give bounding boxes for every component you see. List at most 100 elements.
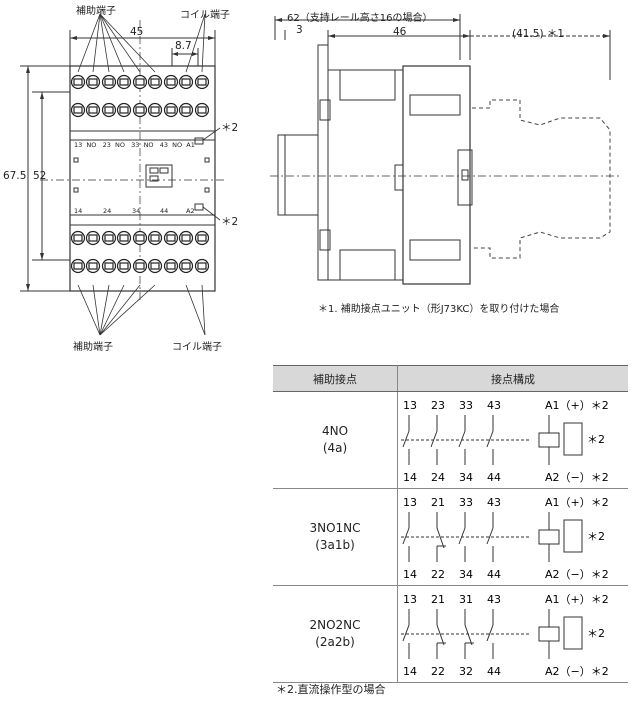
terminal-screw-head <box>104 234 114 242</box>
terminal-number: 14 <box>403 568 417 581</box>
terminal-number: 43 <box>487 593 501 606</box>
terminal-screw-head <box>181 262 191 270</box>
coil-mid-label: ＊2 <box>587 530 605 543</box>
terminal-number: 13 <box>403 496 417 509</box>
dim-height-outer: 67.5 <box>3 170 27 182</box>
terminal-screw-head <box>197 78 207 86</box>
terminal-screw-head <box>166 234 176 242</box>
terminal-number: 14 <box>403 665 417 678</box>
terminal-screw-head <box>181 78 191 86</box>
coil-bottom-label: A2（−）＊2 <box>545 471 609 484</box>
diode-box <box>563 422 583 456</box>
terminal-number: 33 <box>459 399 473 412</box>
mark-34: 34 <box>132 207 141 215</box>
row-code: (4a) <box>322 441 348 455</box>
coil-top-label: A1（+）＊2 <box>545 496 609 509</box>
diode-box <box>563 519 583 553</box>
coil-bottom-label: A2（−）＊2 <box>545 665 609 678</box>
terminal-number: 23 <box>431 399 445 412</box>
terminal-number: 13 <box>403 399 417 412</box>
header-config: 接点構成 <box>397 365 628 392</box>
terminal-screw-head <box>73 262 83 270</box>
coil-box <box>538 432 560 448</box>
terminal-number: 43 <box>487 496 501 509</box>
terminal-screw-head <box>104 78 114 86</box>
header-aux: 補助接点 <box>273 365 398 392</box>
terminal-screw-head <box>166 106 176 114</box>
circuit-svg: 13 14 21 22 33 34 43 44 A1（+）＊2A2（−）＊2 ＊2 <box>401 496 609 581</box>
terminal-number: 44 <box>487 471 501 484</box>
terminal-screw-head <box>135 262 145 270</box>
terminal-screw-head <box>181 234 191 242</box>
terminal-screw-head <box>197 106 207 114</box>
coil-top-label: A1（+）＊2 <box>545 399 609 412</box>
terminal-screw-head <box>73 106 83 114</box>
no-contact <box>458 430 466 448</box>
dim-left: 3 <box>296 24 303 36</box>
terminal-number: 31 <box>459 593 473 606</box>
terminal-screw-head <box>166 262 176 270</box>
terminal-screw-head <box>104 106 114 114</box>
row-code: (3a1b) <box>315 538 355 552</box>
no-contact <box>402 624 410 642</box>
terminal-screw-head <box>197 234 207 242</box>
nc-contact <box>464 624 473 646</box>
coil-terminal-label-top: コイル端子 <box>180 10 230 21</box>
dim-pitch: 8.7 <box>175 40 192 52</box>
terminal-screw-head <box>88 262 98 270</box>
row-code: (2a2b) <box>315 635 355 649</box>
terminal-number: 21 <box>431 593 445 606</box>
terminal-number: 33 <box>459 496 473 509</box>
terminal-number: 13 <box>403 593 417 606</box>
terminal-number: 22 <box>431 665 445 678</box>
note-mark-bottom: ＊2 <box>221 216 239 228</box>
terminal-number: 34 <box>459 471 473 484</box>
coil-bottom-label: A2（−）＊2 <box>545 568 609 581</box>
terminal-screw-head <box>181 106 191 114</box>
terminal-screw-head <box>73 234 83 242</box>
terminal-marks-top: 13 NO 23 NO 33 NO 43 NO A1 <box>74 141 195 149</box>
no-contact <box>486 624 494 642</box>
mark-44: 44 <box>160 207 169 215</box>
terminal-screw-head <box>150 106 160 114</box>
dim-width: 45 <box>130 26 144 38</box>
no-contact <box>486 527 494 545</box>
terminal-number: 24 <box>431 471 445 484</box>
terminal-screw-head <box>197 262 207 270</box>
coil-mid-label: ＊2 <box>587 627 605 640</box>
dim-height-inner: 52 <box>33 170 47 182</box>
terminal-screw-head <box>73 78 83 86</box>
coil-mid-label: ＊2 <box>587 433 605 446</box>
coil-box <box>538 529 560 545</box>
unit-caption: ＊1. 補助接点ユニット（形J73KC）を取り付けた場合 <box>318 304 560 315</box>
terminal-screw-head <box>88 106 98 114</box>
coil-terminal-label-bottom: コイル端子 <box>172 342 222 353</box>
no-contact <box>486 430 494 448</box>
terminal-screw-head <box>150 234 160 242</box>
terminal-number: 44 <box>487 568 501 581</box>
terminal-screw-head <box>119 262 129 270</box>
dim-body: 46 <box>393 26 407 38</box>
coil-top-label: A1（+）＊2 <box>545 593 609 606</box>
mark-a2: A2 <box>186 207 195 215</box>
terminal-screw-head <box>88 78 98 86</box>
terminal-number: 43 <box>487 399 501 412</box>
terminal-screw-head <box>119 234 129 242</box>
terminal-number: 21 <box>431 496 445 509</box>
terminal-number: 34 <box>459 568 473 581</box>
terminal-screw-head <box>119 78 129 86</box>
coil-box <box>538 626 560 642</box>
aux-terminal-label-top: 補助端子 <box>76 6 116 17</box>
note-mark-top: ＊2 <box>221 122 239 134</box>
terminal-number: 22 <box>431 568 445 581</box>
mark-14: 14 <box>74 207 83 215</box>
